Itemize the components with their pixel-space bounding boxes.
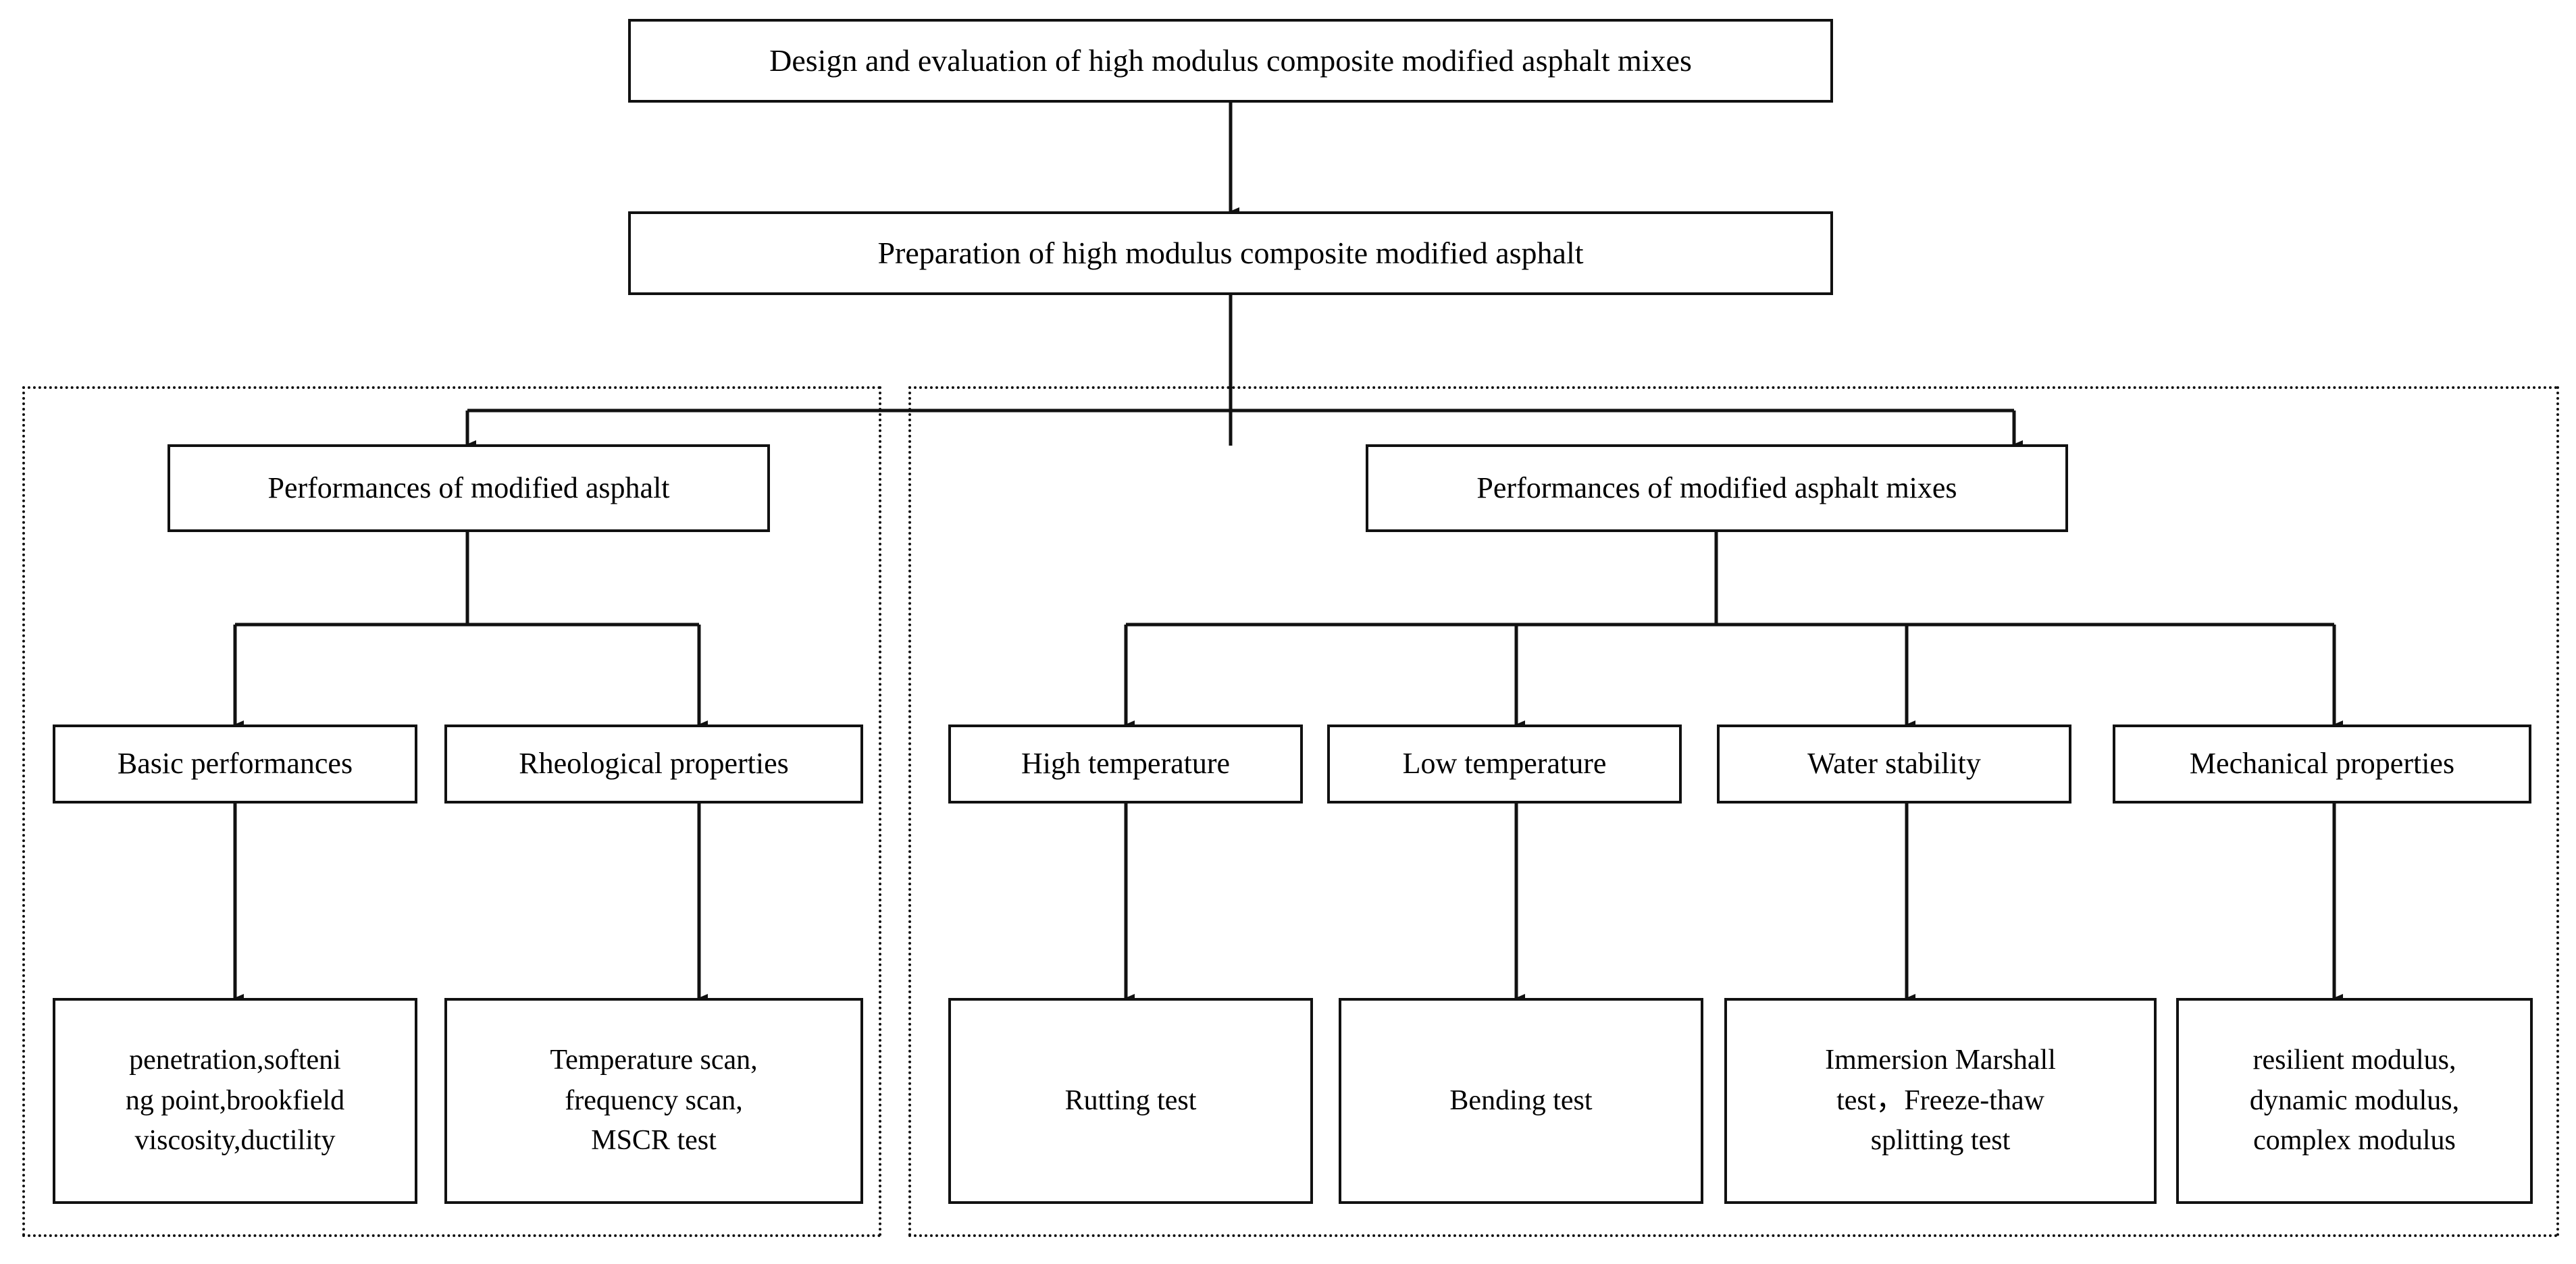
node-preparation[interactable]: Preparation of high modulus composite mo…: [628, 211, 1833, 295]
node-mechanical-details[interactable]: resilient modulus, dynamic modulus, comp…: [2176, 998, 2533, 1204]
node-rheological-properties[interactable]: Rheological properties: [444, 725, 863, 804]
node-high-temperature-label: High temperature: [1021, 747, 1231, 781]
node-title-label: Design and evaluation of high modulus co…: [769, 43, 1692, 78]
node-water-stability-details[interactable]: Immersion Marshall test，Freeze-thaw spli…: [1724, 998, 2157, 1204]
node-rutting-test-label: Rutting test: [1064, 1084, 1197, 1116]
group-modified-asphalt-mixes: [908, 386, 2559, 1237]
node-bending-test[interactable]: Bending test: [1339, 998, 1703, 1204]
node-water-stability-label: Water stability: [1807, 747, 1981, 781]
node-performances-modified-asphalt[interactable]: Performances of modified asphalt: [168, 444, 770, 532]
node-bending-test-label: Bending test: [1449, 1084, 1593, 1116]
node-basic-performance-details-label: penetration,softeni ng point,brookfield …: [125, 1045, 345, 1157]
node-basic-performances-label: Basic performances: [117, 747, 353, 781]
node-high-temperature[interactable]: High temperature: [948, 725, 1303, 804]
node-rheological-properties-label: Rheological properties: [519, 747, 789, 781]
node-rutting-test[interactable]: Rutting test: [948, 998, 1313, 1204]
node-performances-modified-asphalt-label: Performances of modified asphalt: [267, 471, 670, 504]
node-mechanical-details-label: resilient modulus, dynamic modulus, comp…: [2249, 1045, 2460, 1157]
node-basic-performances[interactable]: Basic performances: [53, 725, 417, 804]
node-low-temperature-label: Low temperature: [1402, 747, 1607, 781]
group-modified-asphalt: [22, 386, 881, 1237]
node-title[interactable]: Design and evaluation of high modulus co…: [628, 19, 1833, 103]
node-basic-performance-details[interactable]: penetration,softeni ng point,brookfield …: [53, 998, 417, 1204]
node-preparation-label: Preparation of high modulus composite mo…: [877, 236, 1584, 271]
node-rheological-details[interactable]: Temperature scan, frequency scan, MSCR t…: [444, 998, 863, 1204]
node-low-temperature[interactable]: Low temperature: [1327, 725, 1682, 804]
node-performances-modified-asphalt-mixes-label: Performances of modified asphalt mixes: [1476, 471, 1957, 504]
node-water-stability[interactable]: Water stability: [1717, 725, 2071, 804]
node-performances-modified-asphalt-mixes[interactable]: Performances of modified asphalt mixes: [1366, 444, 2068, 532]
node-rheological-details-label: Temperature scan, frequency scan, MSCR t…: [550, 1045, 758, 1157]
node-water-stability-details-label: Immersion Marshall test，Freeze-thaw spli…: [1825, 1045, 2056, 1157]
node-mechanical-properties-label: Mechanical properties: [2189, 747, 2455, 781]
node-mechanical-properties[interactable]: Mechanical properties: [2113, 725, 2531, 804]
